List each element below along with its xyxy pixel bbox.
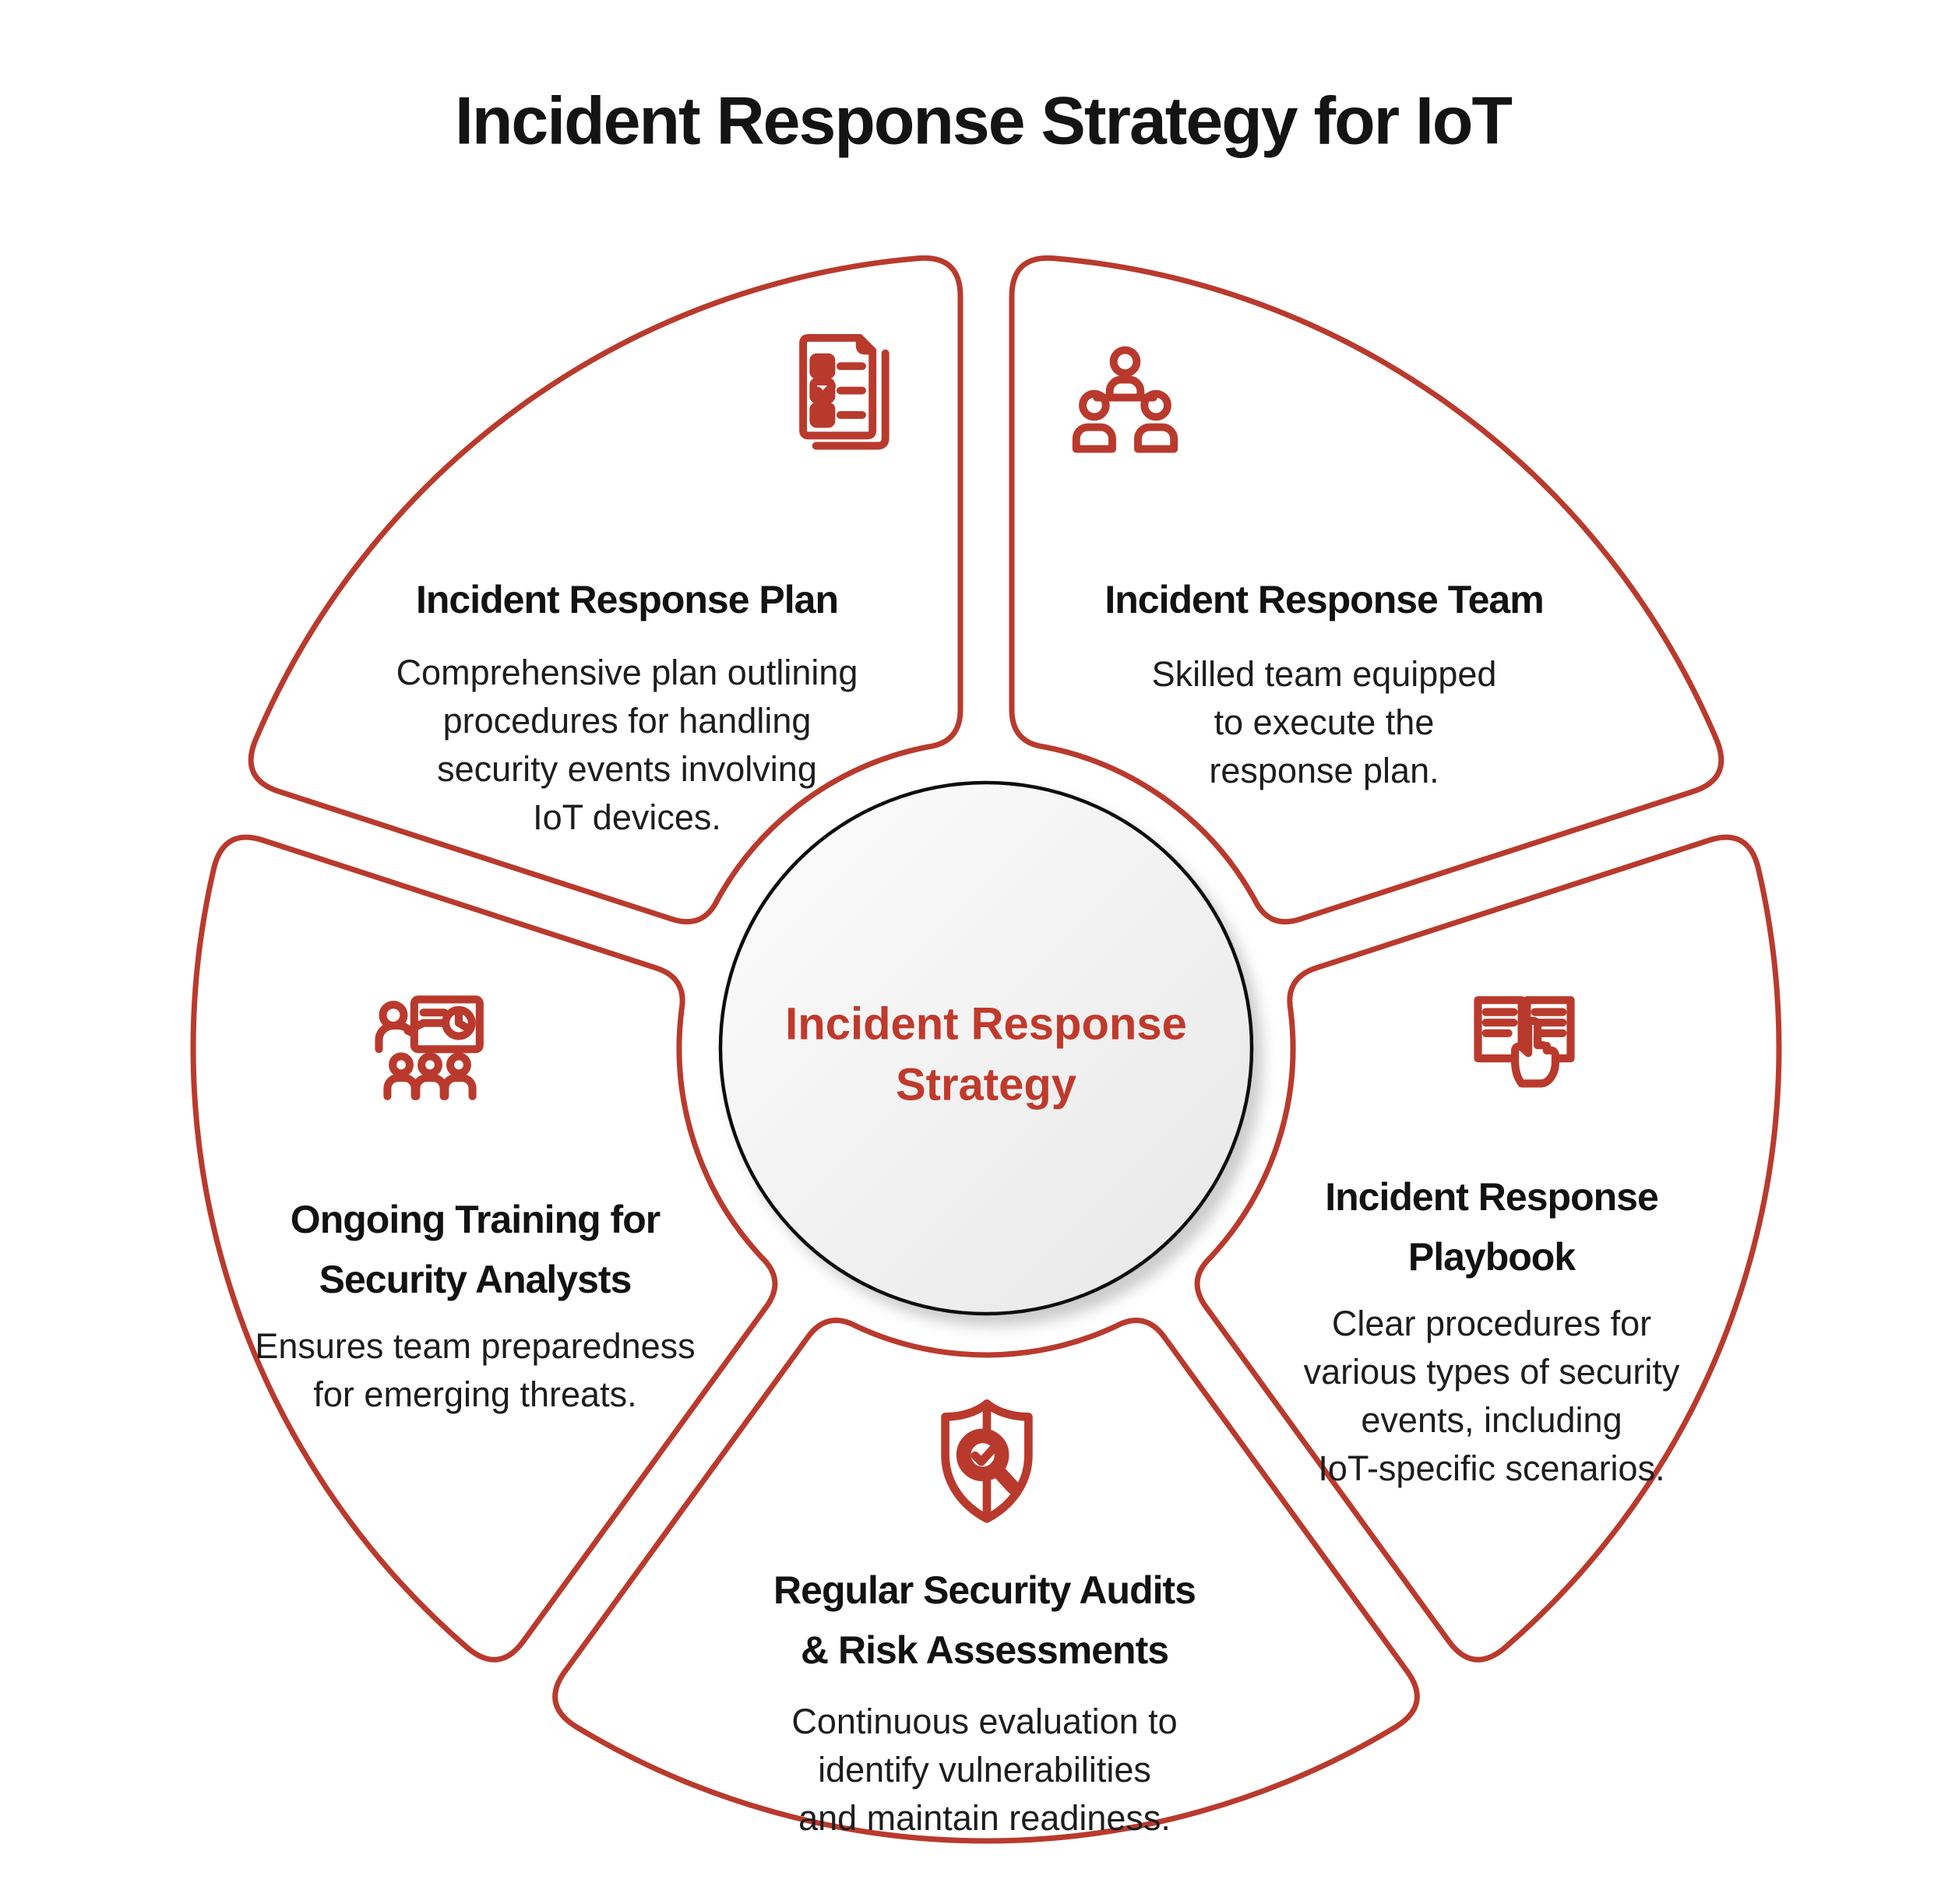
playbook-body-line3: events, including [1361, 1400, 1622, 1440]
open-book-hand-icon [1474, 996, 1575, 1088]
audits-body-line3: and maintain readiness. [798, 1798, 1171, 1838]
team-body-line3: response plan. [1209, 751, 1439, 790]
segment-shape-playbook [1194, 834, 1782, 1663]
segment-shape-team [1009, 255, 1724, 925]
center-circle [718, 780, 1254, 1316]
center-label-line2: Strategy [895, 1059, 1077, 1110]
segment-shape-training [190, 834, 778, 1663]
plan-title: Incident Response Plan [415, 578, 839, 621]
playbook-body-line1: Clear procedures for [1331, 1304, 1652, 1343]
team-body-line2: to execute the [1214, 702, 1435, 742]
presentation-training-icon [375, 995, 484, 1100]
audits-body-line2: identify vulnerabilities [818, 1750, 1151, 1790]
center-label-line1: Incident Response [785, 998, 1187, 1050]
plan-body-line2: procedures for handling [442, 701, 812, 741]
audits-title-line1: Regular Security Audits [773, 1568, 1196, 1612]
team-body-line1: Skilled team equipped [1151, 654, 1497, 694]
team-title: Incident Response Team [1104, 578, 1544, 621]
page-title: Incident Response Strategy for IoT [455, 83, 1513, 159]
shield-magnifier-icon [941, 1399, 1033, 1523]
playbook-body-line4: IoT-specific scenarios. [1318, 1448, 1665, 1488]
segment-shape-audits [552, 1318, 1420, 1844]
checklist-document-icon [799, 333, 889, 450]
segment-shape-plan [248, 255, 963, 925]
plan-body-line4: IoT devices. [533, 797, 721, 837]
training-title-line2: Security Analysts [319, 1258, 632, 1301]
playbook-body-line2: various types of security [1303, 1352, 1680, 1392]
team-icon [1072, 346, 1178, 453]
training-body-line2: for emerging threats. [313, 1374, 637, 1414]
plan-body-line1: Comprehensive plan outlining [396, 653, 858, 692]
playbook-title-line1: Incident Response [1325, 1175, 1659, 1219]
training-body-line1: Ensures team preparedness [255, 1326, 696, 1366]
plan-body-line3: security events involving [437, 749, 817, 789]
audits-body-line1: Continuous evaluation to [791, 1702, 1178, 1741]
audits-title-line2: & Risk Assessments [800, 1628, 1169, 1672]
training-title-line1: Ongoing Training for [290, 1198, 661, 1241]
playbook-title-line2: Playbook [1407, 1235, 1576, 1279]
